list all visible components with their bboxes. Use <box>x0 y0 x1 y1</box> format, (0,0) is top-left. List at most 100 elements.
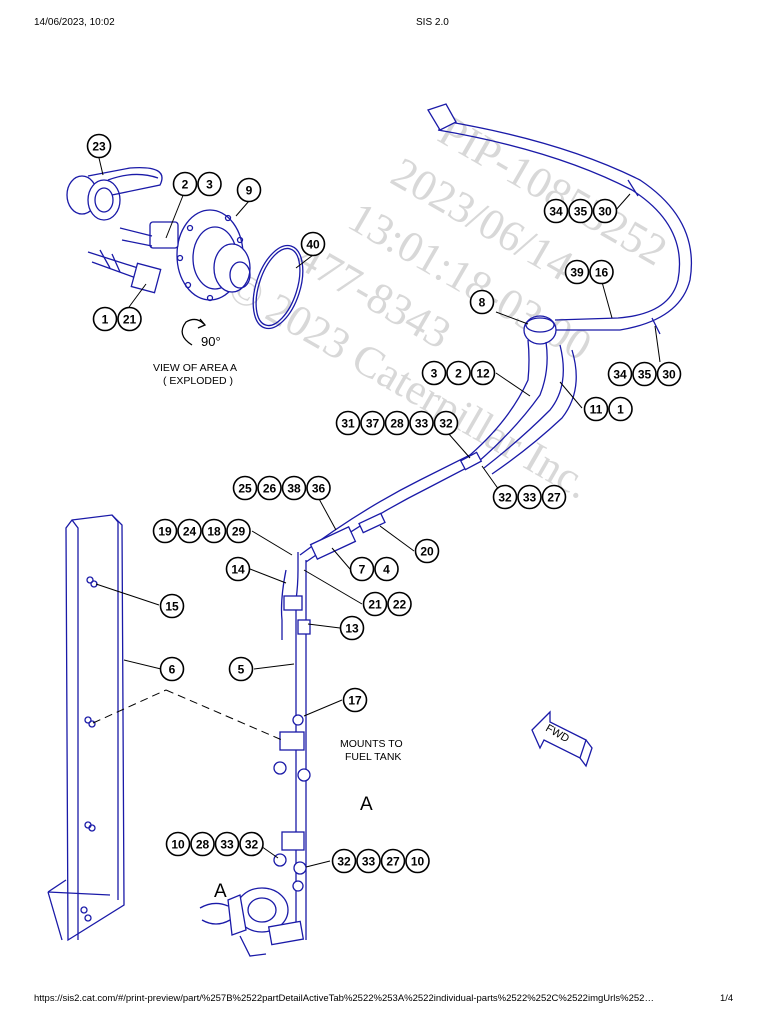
rotation-label: 90° <box>201 334 221 349</box>
callout-number: 12 <box>476 367 490 381</box>
callout-balloon <box>152 518 178 544</box>
callout-g8: 8 <box>469 289 495 315</box>
callout-number: 10 <box>171 838 185 852</box>
callout-number: 31 <box>341 417 355 431</box>
callout-balloon <box>360 410 385 436</box>
callout-number: 13 <box>345 622 359 636</box>
callout-number: 21 <box>368 598 382 612</box>
callout-number: 21 <box>123 313 137 327</box>
callout-number: 37 <box>366 417 380 431</box>
callout-balloon <box>306 475 331 501</box>
callout-balloon <box>228 656 254 682</box>
callout-balloon <box>172 171 198 197</box>
callout-number: 18 <box>207 525 221 539</box>
callout-number: 15 <box>165 600 179 614</box>
callout-balloon <box>257 475 282 501</box>
callout-balloon <box>190 831 215 857</box>
callout-number: 11 <box>590 403 603 417</box>
callout-number: 36 <box>312 482 326 496</box>
callout-balloon <box>281 475 307 501</box>
callout-g25-26-38-36: 25 26 38 36 <box>232 475 331 501</box>
callout-number: 35 <box>574 205 588 219</box>
callout-balloon <box>470 360 496 386</box>
callout-balloon <box>656 361 682 387</box>
mounts-label-line-2: FUEL TANK <box>345 751 401 763</box>
callout-balloon <box>342 687 368 713</box>
callout-number: 32 <box>337 855 351 869</box>
area-a-main-label: A <box>360 794 373 815</box>
callout-balloon <box>300 231 326 257</box>
callout-g14: 14 <box>225 556 251 582</box>
callout-number: 32 <box>439 417 453 431</box>
callout-number: 32 <box>498 491 512 505</box>
callout-number: 29 <box>232 525 246 539</box>
callout-number: 34 <box>549 205 563 219</box>
callout-balloon <box>543 198 569 224</box>
callout-balloon <box>541 484 567 510</box>
callout-g20: 20 <box>414 538 440 564</box>
callout-number: 2 <box>455 367 462 381</box>
callout-balloon <box>177 518 202 544</box>
callout-g21-22: 21 22 <box>362 591 412 617</box>
mounts-label-line-1: MOUNTS TO <box>340 738 403 750</box>
callout-number: 33 <box>362 855 376 869</box>
callout-number: 23 <box>92 140 106 154</box>
callout-balloon <box>421 360 447 386</box>
forward-arrow-icon: FWD <box>531 710 593 768</box>
callout-balloon <box>214 831 240 857</box>
callout-balloon <box>197 171 222 197</box>
callout-number: 20 <box>420 545 434 559</box>
callout-number: 34 <box>613 368 627 382</box>
callout-number: 38 <box>287 482 301 496</box>
callout-g40: 40 <box>300 231 326 257</box>
page-number: 1/4 <box>720 993 734 1004</box>
callout-number: 3 <box>431 367 438 381</box>
callout-balloon <box>492 484 518 510</box>
callout-balloon <box>349 556 375 582</box>
callout-number: 27 <box>386 855 400 869</box>
hose-assembly <box>273 103 693 940</box>
callout-g13: 13 <box>339 615 365 641</box>
callout-balloon <box>232 475 258 501</box>
callout-g23: 23 <box>86 133 112 159</box>
callout-balloon <box>374 556 399 582</box>
callout-balloon <box>384 410 410 436</box>
callout-number: 19 <box>158 525 172 539</box>
callout-balloon <box>239 831 264 857</box>
callout-balloon <box>159 593 185 619</box>
callout-balloon <box>433 410 459 436</box>
callout-balloon <box>405 848 430 874</box>
callout-number: 30 <box>598 205 612 219</box>
callout-g5: 5 <box>228 656 254 682</box>
callout-balloon <box>583 396 609 422</box>
callout-number: 9 <box>246 184 253 198</box>
callout-number: 25 <box>238 482 252 496</box>
callout-balloon <box>201 518 227 544</box>
callout-number: 3 <box>206 178 213 192</box>
callout-g9: 9 <box>236 177 262 203</box>
callout-number: 22 <box>393 598 407 612</box>
view-subtitle: ( EXPLODED ) <box>163 375 233 387</box>
callout-g17: 17 <box>342 687 368 713</box>
callout-number: 26 <box>263 482 277 496</box>
callout-balloon <box>568 198 593 224</box>
callout-balloon <box>387 591 412 617</box>
callout-balloon <box>362 591 388 617</box>
callout-number: 28 <box>196 838 210 852</box>
callout-number: 33 <box>415 417 429 431</box>
callout-balloon <box>165 831 191 857</box>
callout-g15: 15 <box>159 593 185 619</box>
exploded-view-parts <box>66 166 304 346</box>
callout-balloon <box>335 410 361 436</box>
callout-balloon <box>469 289 495 315</box>
